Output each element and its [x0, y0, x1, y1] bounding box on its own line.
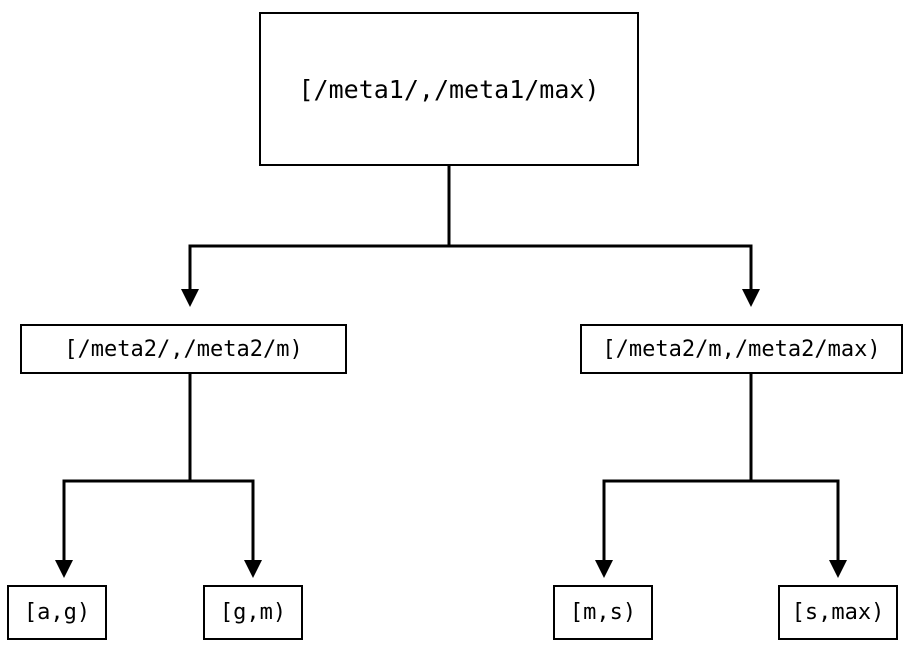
tree-node-leaf-1[interactable]: [a,g) — [7, 585, 107, 640]
arrowhead-icon — [181, 289, 199, 307]
edge-root-to-mid-left — [181, 166, 451, 307]
tree-node-root[interactable]: [/meta1/,/meta1/max) — [259, 12, 639, 166]
tree-node-leaf-3[interactable]: [m,s) — [553, 585, 653, 640]
edge-mid-right-to-leaf-3 — [595, 374, 753, 578]
arrowhead-icon — [829, 560, 847, 578]
edge-mid-left-to-leaf-1 — [55, 374, 192, 578]
tree-node-leaf-2[interactable]: [g,m) — [203, 585, 303, 640]
arrowhead-icon — [55, 560, 73, 578]
arrowhead-icon — [595, 560, 613, 578]
arrowhead-icon — [244, 560, 262, 578]
edge-mid-right-to-leaf-4 — [751, 479, 847, 578]
edge-root-to-mid-right — [449, 244, 760, 307]
edge-mid-left-to-leaf-2 — [190, 479, 262, 578]
tree-node-mid-right[interactable]: [/meta2/m,/meta2/max) — [580, 324, 903, 374]
tree-node-mid-left[interactable]: [/meta2/,/meta2/m) — [20, 324, 347, 374]
arrowhead-icon — [742, 289, 760, 307]
tree-node-leaf-4[interactable]: [s,max) — [778, 585, 898, 640]
